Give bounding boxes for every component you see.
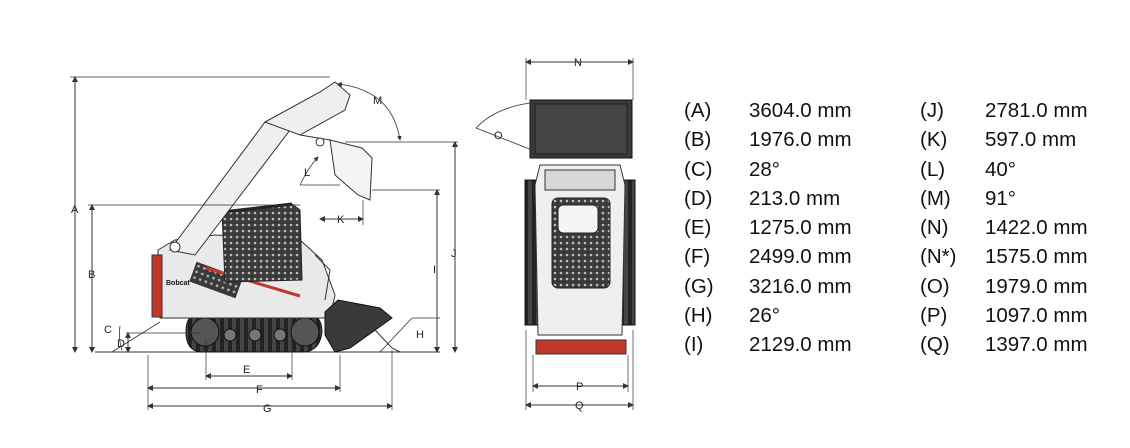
spec-value: 26° [749,304,781,328]
spec-key: (K) [920,128,948,152]
svg-text:Bobcat: Bobcat [166,280,190,287]
spec-key: (M) [920,186,951,210]
spec-value: 597.0 mm [985,128,1077,152]
spec-key: (B) [684,128,712,152]
spec-value: 91° [985,186,1017,210]
spec-key: (I) [684,333,704,357]
rear-counterweight [535,339,627,355]
spec-value: 2129.0 mm [749,333,852,357]
dim-label-B: B [88,269,95,281]
spec-value: 1422.0 mm [985,216,1088,240]
side-view: Bobcat A B [70,76,458,415]
spec-value: 1976.0 mm [749,128,852,152]
dim-label-A: A [71,204,79,216]
spec-key: (D) [684,186,713,210]
dim-label-E: E [243,364,250,376]
top-view: N O P Q [475,57,636,412]
dim-label-Q: Q [575,400,584,412]
dim-label-I: I [433,264,436,276]
spec-value: 2499.0 mm [749,245,852,269]
spec-key: (G) [684,274,714,298]
dim-label-D: D [117,338,125,350]
spec-value: 213.0 mm [749,186,841,210]
ground-bucket [314,254,401,353]
spec-value: 40° [985,157,1017,181]
spec-value: 1397.0 mm [985,333,1088,357]
spec-key: (J) [920,99,944,122]
spec-key: (Q) [920,333,950,357]
dim-label-G: G [263,403,272,415]
dim-label-N: N [574,57,582,69]
operator-cab [221,202,303,283]
spec-key: (P) [920,304,948,328]
dim-label-K: K [337,214,345,226]
spec-value: 1979.0 mm [985,274,1088,298]
dim-label-O: O [494,130,503,142]
spec-value: 28° [749,157,781,181]
spec-key: (N) [920,216,949,240]
dim-label-F: F [256,384,263,396]
spec-key: (L) [920,157,946,181]
spec-value: 3216.0 mm [749,274,852,298]
spec-value: 1575.0 mm [985,245,1088,269]
spec-key: (A) [684,99,712,122]
lift-arm [169,81,371,256]
spec-key: (E) [684,216,712,240]
spec-value: 1275.0 mm [749,216,852,240]
dim-label-J: J [451,248,457,260]
dim-label-H: H [416,329,424,341]
spec-value: 1097.0 mm [985,304,1088,328]
spec-key: (F) [684,245,711,269]
dim-label-C: C [104,324,112,336]
dim-label-P: P [576,381,583,393]
dim-label-L: L [304,167,310,179]
spec-value: 3604.0 mm [749,99,852,122]
spec-key: (H) [684,304,713,328]
spec-key: (C) [684,157,713,181]
raised-bucket [329,139,373,201]
spec-key: (O) [920,274,950,298]
spec-key: (N*) [920,245,957,269]
dim-label-M: M [373,95,382,107]
spec-value: 2781.0 mm [985,99,1088,122]
